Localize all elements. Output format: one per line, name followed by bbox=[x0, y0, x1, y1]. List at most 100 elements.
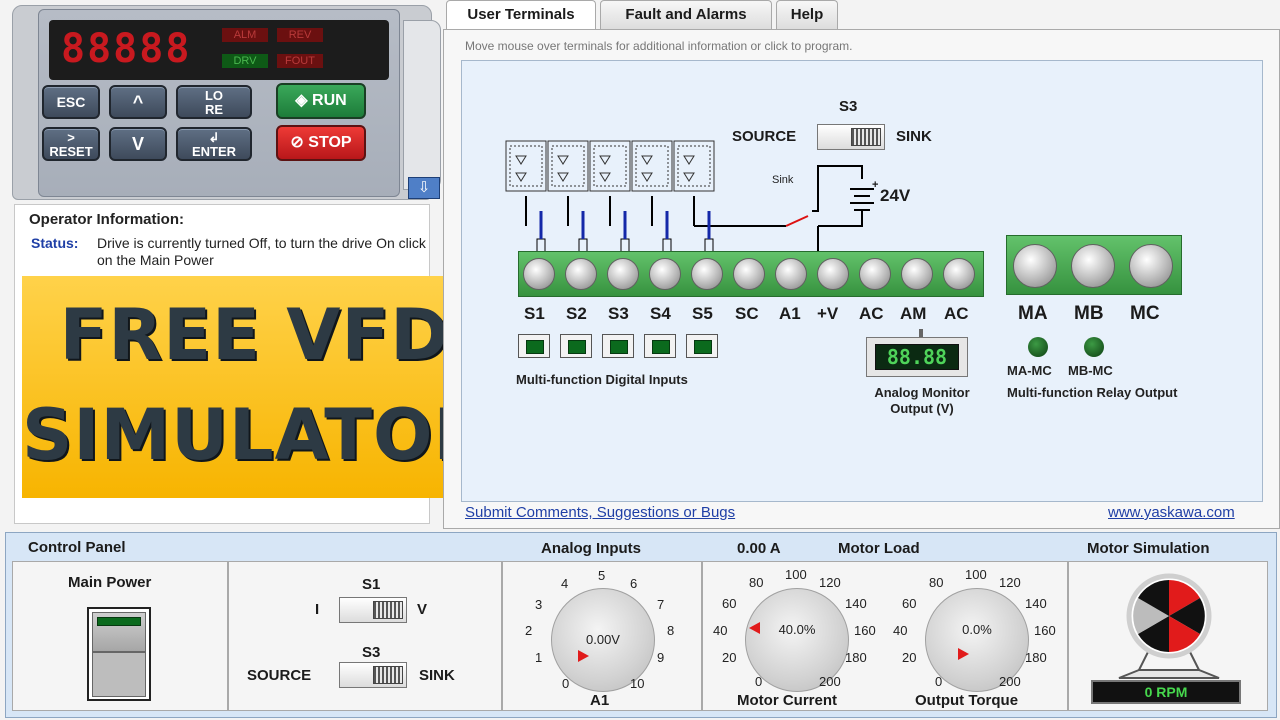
stop-button[interactable]: ⊘ STOP bbox=[276, 125, 366, 161]
motor-simulation-box: 0 RPM bbox=[1068, 561, 1268, 711]
s1-switch-label: S1 bbox=[362, 576, 381, 593]
digital-input-s1-button[interactable] bbox=[518, 334, 550, 358]
tab-fault-and-alarms[interactable]: Fault and Alarms bbox=[600, 0, 772, 30]
power-indicator-lamp bbox=[97, 617, 141, 626]
output-torque-value: 0.0% bbox=[962, 622, 992, 637]
terminal-label-a1: A1 bbox=[779, 304, 801, 323]
analog-monitor-display: 88.88 bbox=[875, 344, 959, 370]
a1-dial-value: 0.00V bbox=[586, 632, 620, 647]
tab-help[interactable]: Help bbox=[776, 0, 838, 30]
fout-indicator: FOUT bbox=[277, 54, 323, 68]
terminal-screw-s2[interactable] bbox=[565, 258, 597, 290]
s3-sink-label: SINK bbox=[419, 667, 455, 684]
up-button[interactable]: ^ bbox=[109, 85, 167, 119]
ot-tick-200: 200 bbox=[999, 674, 1021, 689]
yaskawa-website-link[interactable]: www.yaskawa.com bbox=[1108, 504, 1235, 521]
a1-tick-0: 0 bbox=[562, 676, 570, 691]
terminal-label-plus-v: +V bbox=[817, 304, 839, 323]
terminal-label-ac: AC bbox=[859, 304, 884, 323]
a1-tick-3: 3 bbox=[535, 597, 543, 612]
led-display: 88888 ALM REV DRV FOUT bbox=[49, 20, 389, 80]
ma-mc-led bbox=[1028, 337, 1048, 357]
local-remote-button[interactable]: LO RE bbox=[176, 85, 252, 119]
control-panel-title: Control Panel bbox=[28, 539, 126, 556]
digital-input-s3-button[interactable] bbox=[602, 334, 634, 358]
main-power-box: Main Power bbox=[12, 561, 228, 711]
relay-screw-mb[interactable] bbox=[1071, 244, 1115, 288]
terminal-screw-plus-v[interactable] bbox=[817, 258, 849, 290]
sink-label: SINK bbox=[896, 128, 932, 145]
mc-tick-60: 60 bbox=[722, 596, 737, 611]
motor-rotor-graphic bbox=[1118, 573, 1220, 679]
digital-input-s4-button[interactable] bbox=[644, 334, 676, 358]
a1-tick-5: 5 bbox=[598, 568, 606, 583]
terminal-screw-s1[interactable] bbox=[523, 258, 555, 290]
stop-icon: ⊘ bbox=[290, 134, 304, 151]
s3-source-sink-switch[interactable] bbox=[817, 124, 885, 150]
seven-segment-readout: 88888 bbox=[61, 26, 192, 72]
a1-tick-7: 7 bbox=[657, 597, 665, 612]
reset-label: RESET bbox=[49, 144, 93, 159]
banner-line-2: SIMULATOR bbox=[22, 394, 489, 476]
run-icon: ◈ bbox=[295, 92, 308, 109]
terminal-screw-s3[interactable] bbox=[607, 258, 639, 290]
tab-user-terminals[interactable]: User Terminals bbox=[446, 0, 596, 31]
terminal-label-ac-2: AC bbox=[944, 304, 969, 323]
ot-tick-80: 80 bbox=[929, 575, 944, 590]
analog-monitor-caption-1: Analog Monitor bbox=[874, 385, 970, 400]
terminal-screw-ac-2[interactable] bbox=[943, 258, 975, 290]
keypad-face: 88888 ALM REV DRV FOUT ESC ^ LO RE ◈ RUN… bbox=[38, 9, 400, 197]
terminal-screw-sc[interactable] bbox=[733, 258, 765, 290]
main-power-switch[interactable] bbox=[87, 607, 151, 701]
collapse-keypad-icon[interactable]: ⇩ bbox=[408, 177, 440, 199]
a1-tick-2: 2 bbox=[525, 623, 533, 638]
analog-monitor-caption-2: Output (V) bbox=[890, 401, 954, 416]
motor-load-box: 40.0% 0 20 40 60 80 100 120 140 160 180 … bbox=[702, 561, 1068, 711]
s3-switch-label: S3 bbox=[362, 644, 381, 661]
a1-input-dial[interactable] bbox=[551, 588, 655, 692]
s1-voltage-label: V bbox=[417, 601, 428, 618]
terminal-screw-s4[interactable] bbox=[649, 258, 681, 290]
mc-tick-160: 160 bbox=[854, 623, 876, 638]
stop-label: STOP bbox=[308, 134, 352, 151]
mc-tick-80: 80 bbox=[749, 575, 764, 590]
terminal-screw-ac[interactable] bbox=[859, 258, 891, 290]
a1-pointer bbox=[578, 650, 589, 662]
s1-current-voltage-switch[interactable] bbox=[339, 597, 407, 623]
remote-label: RE bbox=[204, 102, 224, 117]
relay-screw-ma[interactable] bbox=[1013, 244, 1057, 288]
run-button[interactable]: ◈ RUN bbox=[276, 83, 366, 119]
reset-button[interactable]: > RESET bbox=[42, 127, 100, 161]
digital-input-s2-button[interactable] bbox=[560, 334, 592, 358]
motor-current-pointer bbox=[749, 622, 760, 634]
s3-source-sink-control-switch[interactable] bbox=[339, 662, 407, 688]
ma-mc-label: MA-MC bbox=[1007, 363, 1052, 378]
ot-tick-120: 120 bbox=[999, 575, 1021, 590]
rpm-readout: 0 RPM bbox=[1091, 680, 1241, 704]
relay-screw-mc[interactable] bbox=[1129, 244, 1173, 288]
terminal-screw-am[interactable] bbox=[901, 258, 933, 290]
mc-tick-120: 120 bbox=[819, 575, 841, 590]
terminal-label-s3: S3 bbox=[608, 304, 629, 323]
terminal-screw-s5[interactable] bbox=[691, 258, 723, 290]
terminal-label-s1: S1 bbox=[524, 304, 545, 323]
terminal-screw-a1[interactable] bbox=[775, 258, 807, 290]
digital-input-s5-button[interactable] bbox=[686, 334, 718, 358]
esc-button[interactable]: ESC bbox=[42, 85, 100, 119]
mb-mc-label: MB-MC bbox=[1068, 363, 1113, 378]
mc-tick-180: 180 bbox=[845, 650, 867, 665]
analog-input-box: 0.00V 0 1 2 3 4 5 6 7 8 9 10 A1 bbox=[502, 561, 702, 711]
submit-feedback-link[interactable]: Submit Comments, Suggestions or Bugs bbox=[465, 504, 736, 521]
relay-output-caption: Multi-function Relay Output bbox=[1007, 385, 1178, 400]
ot-tick-160: 160 bbox=[1034, 623, 1056, 638]
terminal-label-am: AM bbox=[900, 304, 927, 323]
a1-tick-4: 4 bbox=[561, 576, 569, 591]
enter-button[interactable]: ↲ ENTER bbox=[176, 127, 252, 161]
enter-label: ENTER bbox=[191, 144, 237, 159]
relay-label-mc: MC bbox=[1130, 303, 1160, 324]
down-button[interactable]: V bbox=[109, 127, 167, 161]
drv-indicator: DRV bbox=[222, 54, 268, 68]
s3-dip-label: S3 bbox=[839, 98, 858, 115]
dip-switches-box: S1 I V S3 SOURCE SINK bbox=[228, 561, 502, 711]
mc-tick-140: 140 bbox=[845, 596, 867, 611]
